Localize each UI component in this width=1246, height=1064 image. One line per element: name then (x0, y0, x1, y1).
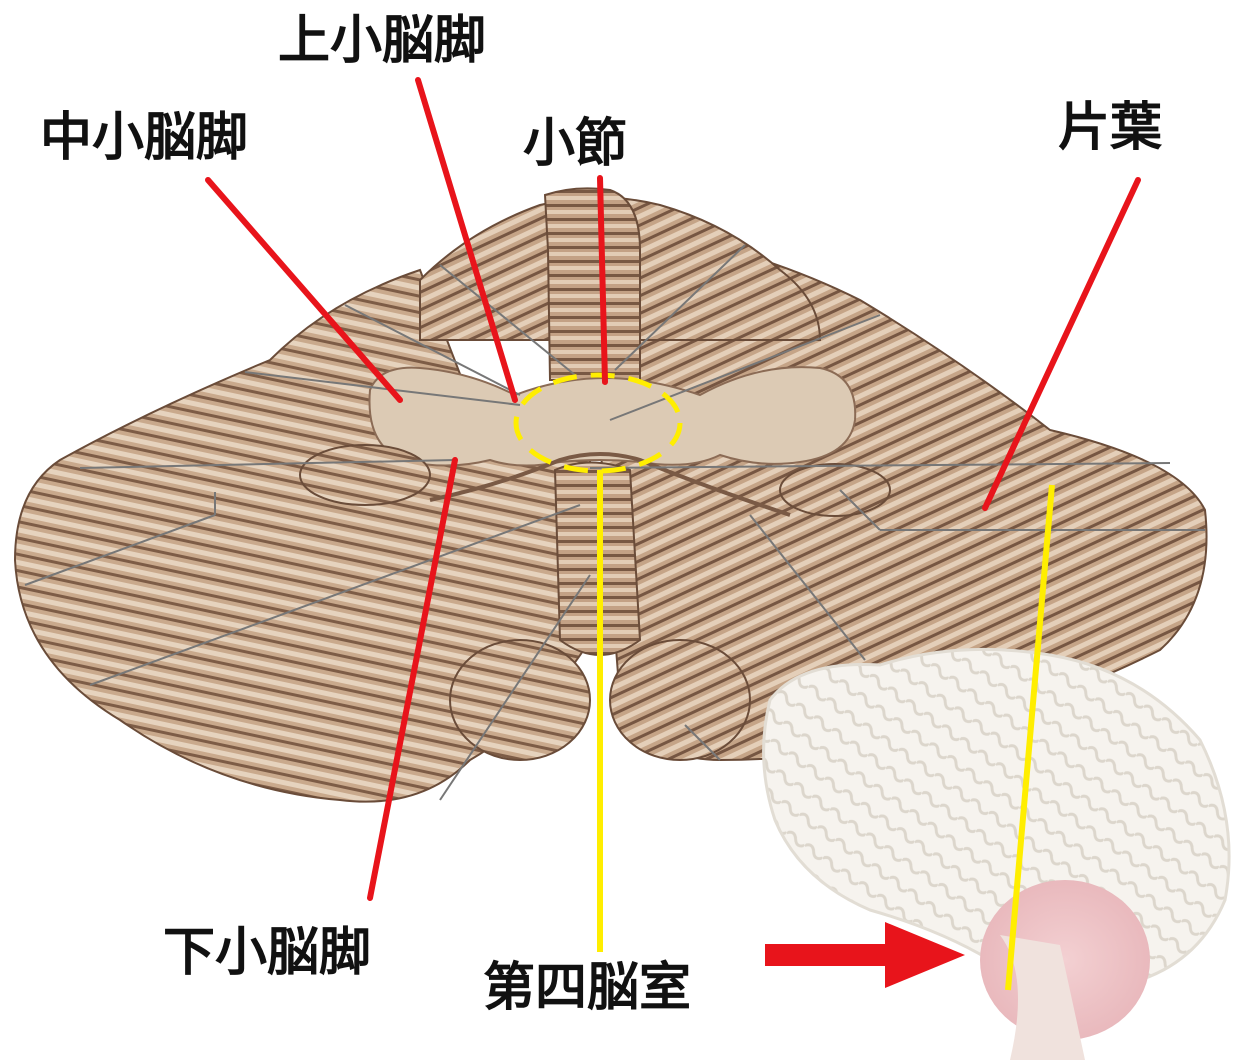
label-superior-peduncle: 上小脳脚 (278, 15, 486, 67)
peduncle-cut-surface (370, 367, 856, 465)
tonsil-left (450, 640, 590, 760)
label-nodulus: 小節 (523, 118, 627, 170)
tonsil-right (610, 640, 750, 760)
label-middle-peduncle: 中小脳脚 (40, 112, 248, 164)
arrow-shaft (765, 944, 895, 966)
label-inferior-peduncle: 下小脳脚 (163, 927, 371, 979)
flocculus-left-shape (300, 445, 430, 505)
label-fourth-ventricle: 第四脳室 (483, 962, 691, 1014)
flocculus-right-shape (780, 464, 890, 516)
vermis (545, 188, 640, 380)
brain-inset (764, 649, 1230, 1060)
label-flocculus: 片葉 (1058, 102, 1162, 154)
